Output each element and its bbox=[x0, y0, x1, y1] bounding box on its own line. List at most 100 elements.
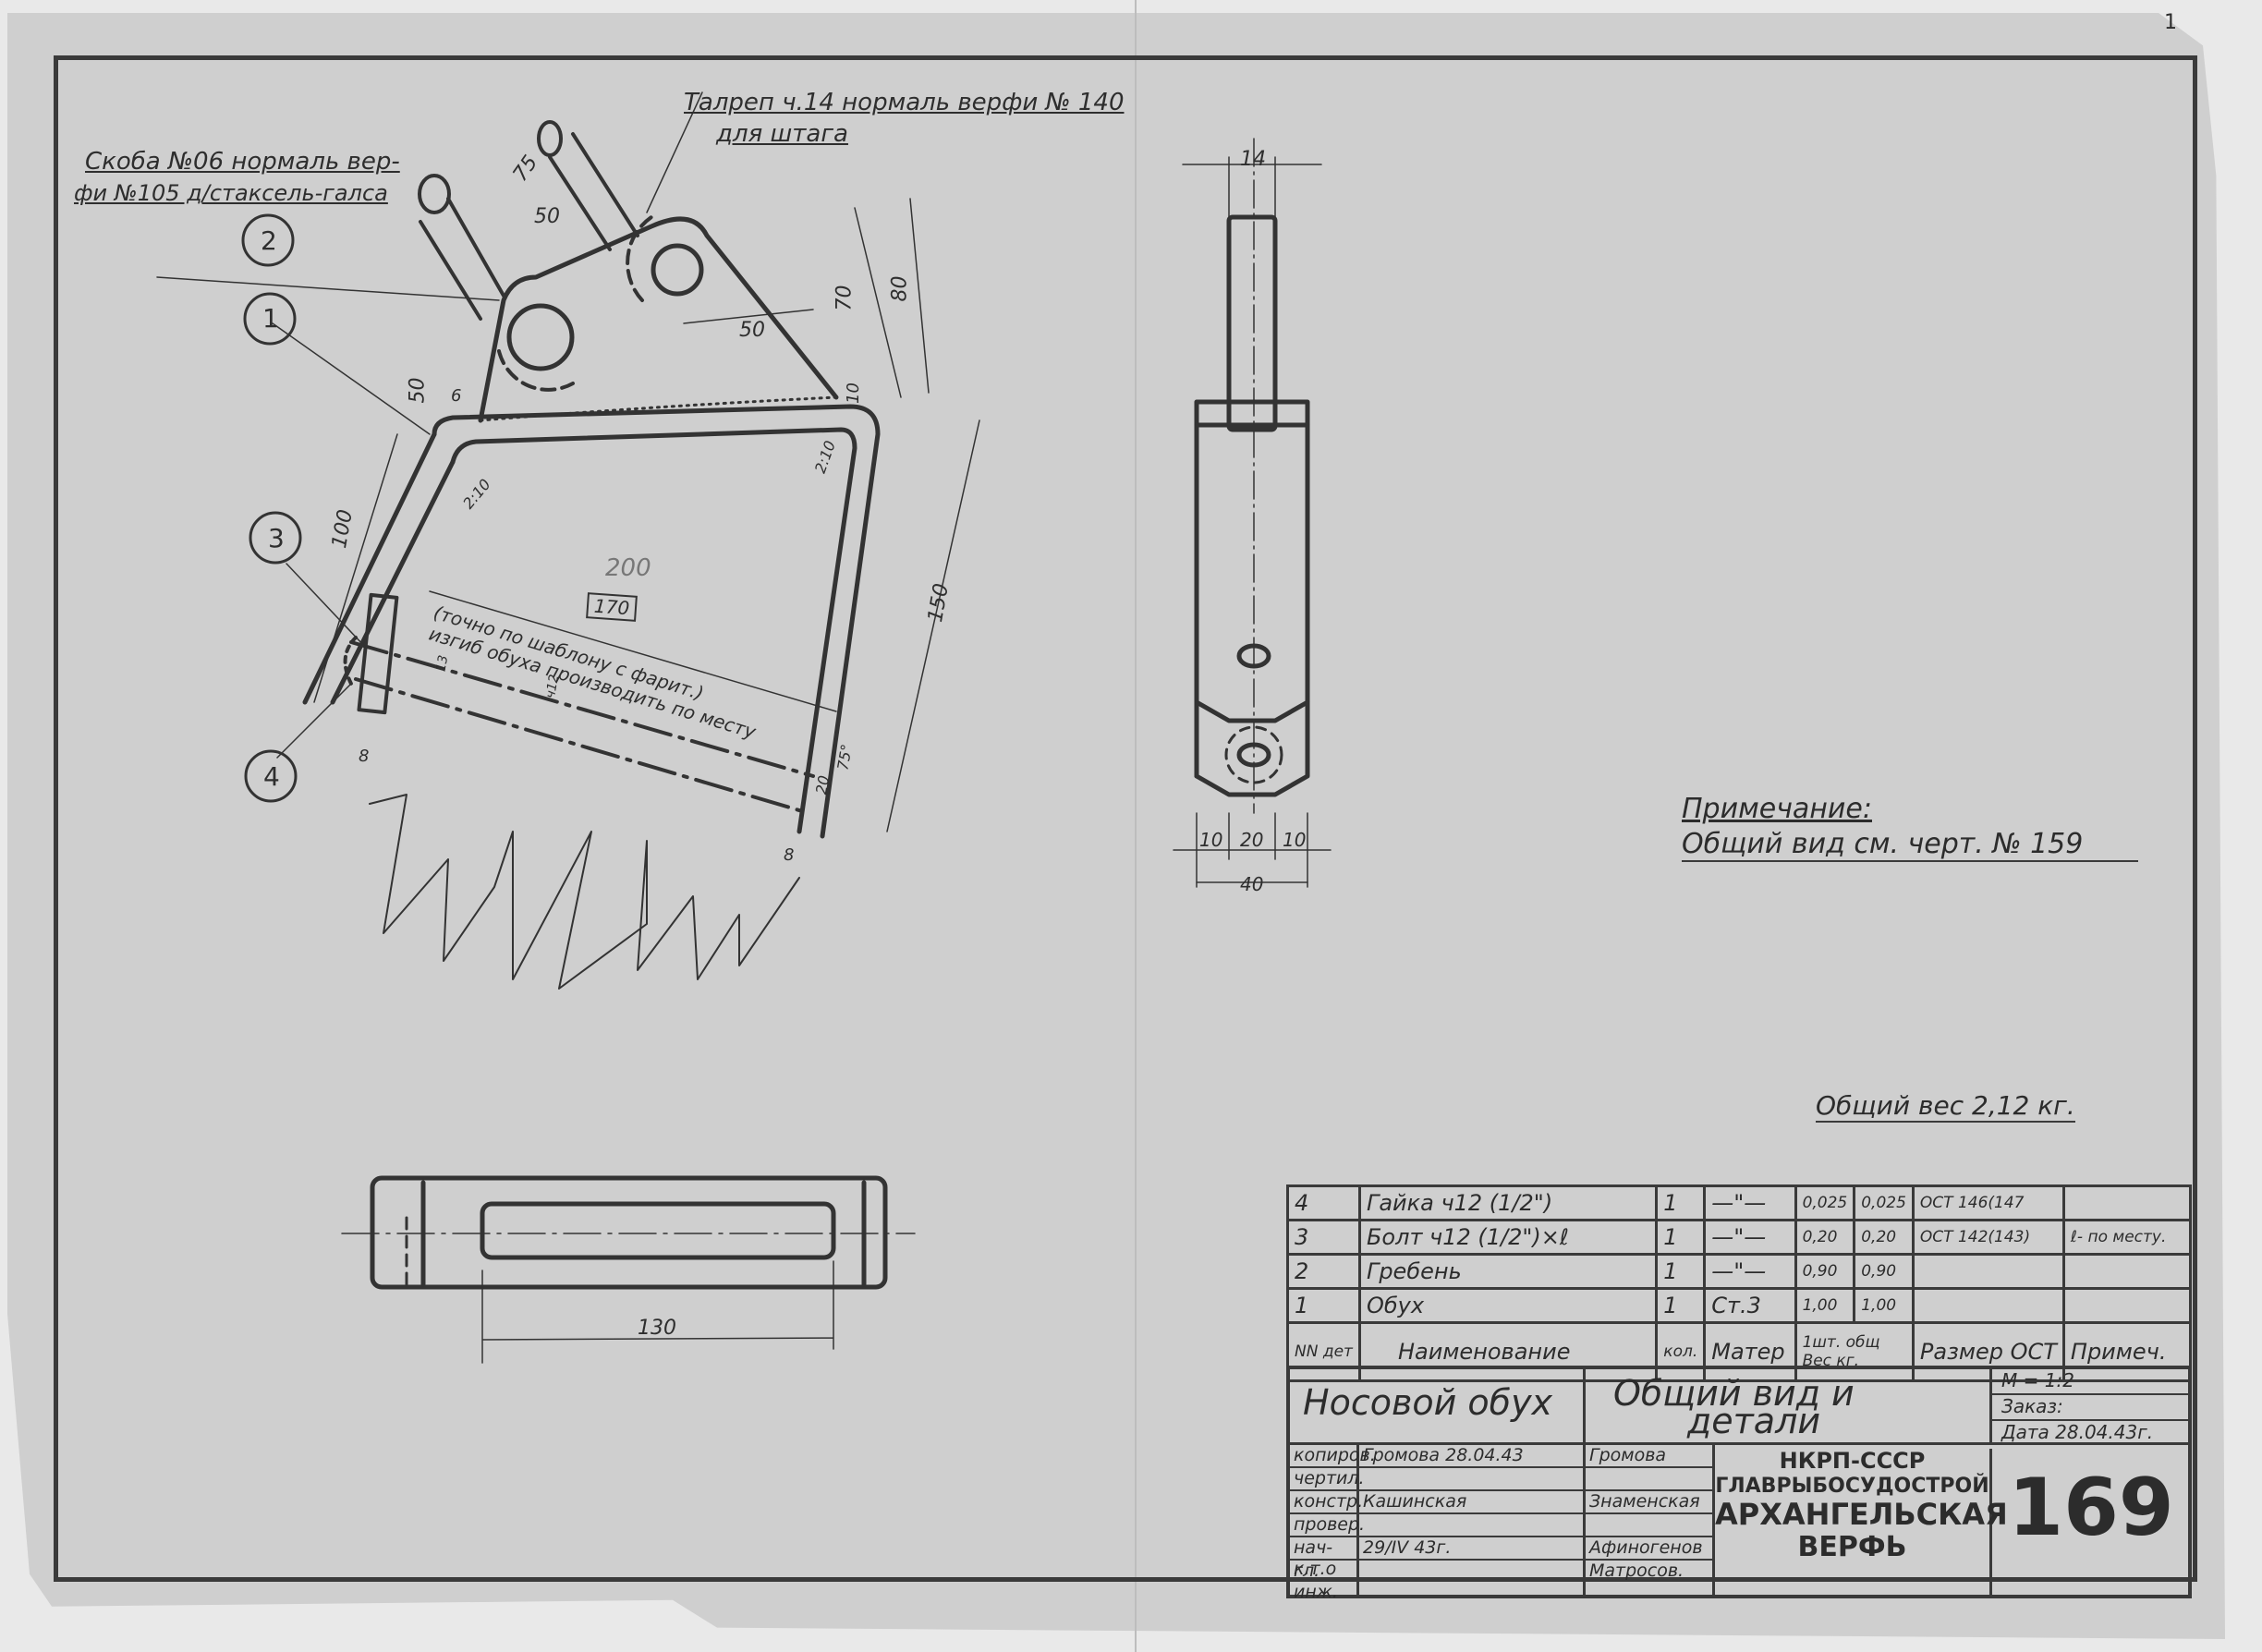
bom-weight-unit: 0,20 bbox=[1794, 1219, 1856, 1256]
scale: М = 1:2 bbox=[1992, 1369, 2190, 1395]
bom-material: —"— bbox=[1703, 1184, 1797, 1221]
order: Заказ: bbox=[1992, 1395, 2190, 1421]
bom-weight-total: 1,00 bbox=[1853, 1287, 1915, 1324]
dim-50-right: 50 bbox=[739, 319, 765, 342]
bom-weight-unit: 0,90 bbox=[1794, 1253, 1856, 1290]
person-name: Матросов. bbox=[1589, 1561, 1684, 1581]
break-lines bbox=[369, 794, 800, 990]
bom-row: 2 Гребень 1 —"— 0,90 0,90 bbox=[1286, 1253, 2193, 1290]
person-name bbox=[1586, 1468, 1712, 1491]
signature bbox=[1359, 1514, 1583, 1537]
bom-name: Болт ч12 (1/2")×ℓ bbox=[1357, 1219, 1659, 1256]
bill-of-materials: 4 Гайка ч12 (1/2") 1 —"— 0,025 0,025 ОСТ… bbox=[1286, 1184, 2193, 1382]
dim-10: 10 bbox=[843, 383, 863, 404]
bom-row: 1 Обух 1 Ст.3 1,00 1,00 bbox=[1286, 1287, 2193, 1324]
signature bbox=[1359, 1561, 1583, 1582]
bom-ost: ОСТ 142(143) bbox=[1911, 1219, 2065, 1256]
bom-weight-unit: 1,00 bbox=[1794, 1287, 1856, 1324]
bom-header-weight-unit: 1шт. bbox=[1802, 1333, 1842, 1352]
bom-header-weight: 1шт. общ Вес кг. bbox=[1794, 1321, 1915, 1382]
bail-main-view bbox=[302, 404, 881, 839]
drawing-type: Общий вид и детали bbox=[1586, 1369, 1992, 1445]
bom-ost bbox=[1911, 1253, 2065, 1290]
signature: Громова 28.04.43 bbox=[1359, 1445, 1583, 1468]
bom-header: NN дет Наименование кол. Матер 1шт. общ … bbox=[1286, 1321, 2193, 1382]
bom-name: Гребень bbox=[1357, 1253, 1659, 1290]
side-view bbox=[1194, 214, 1310, 797]
crest-plate bbox=[478, 215, 839, 423]
dim-8-left: 8 bbox=[359, 747, 370, 766]
bom-material: —"— bbox=[1703, 1253, 1797, 1290]
plan-dim-130: 130 bbox=[638, 1317, 676, 1340]
role-tech-head: нач-к.т.о bbox=[1290, 1537, 1356, 1579]
role-drawn: чертил. bbox=[1290, 1468, 1365, 1491]
bom-material: Ст.3 bbox=[1703, 1287, 1797, 1324]
dim-50-left: 50 bbox=[406, 377, 430, 404]
role-chief-engineer: гл. инж. bbox=[1294, 1561, 1338, 1602]
bom-no: 4 bbox=[1286, 1184, 1361, 1221]
bom-no: 2 bbox=[1286, 1253, 1361, 1290]
plan-view bbox=[370, 1175, 888, 1290]
bom-header-note: Примеч. bbox=[2061, 1321, 2193, 1382]
bom-ost: ОСТ 146(147 bbox=[1911, 1184, 2065, 1221]
organization: НКРП-СССР ГЛАВРЫБОСУДОСТРОЙ АРХАНГЕЛЬСКА… bbox=[1715, 1448, 2008, 1597]
date: Дата 28.04.43г. bbox=[2001, 1421, 2154, 1443]
pencil-dim-200: 200 bbox=[605, 554, 651, 582]
note-title: Примечание: bbox=[1682, 793, 1872, 825]
bom-header-weight-total: общ bbox=[1845, 1333, 1880, 1352]
callout-4: 4 bbox=[263, 761, 280, 792]
dim-20: 20 bbox=[812, 773, 833, 796]
bom-name: Обух bbox=[1357, 1287, 1659, 1324]
bom-header-material: Матер bbox=[1703, 1321, 1797, 1382]
bom-header-qty: кол. bbox=[1655, 1321, 1707, 1382]
bom-header-ost: Размер ОСТ bbox=[1911, 1321, 2065, 1382]
signature bbox=[1359, 1468, 1583, 1491]
signature: Кашинская bbox=[1359, 1491, 1583, 1514]
bom-header-no: NN дет bbox=[1286, 1321, 1361, 1382]
bom-weight-unit: 0,025 bbox=[1794, 1184, 1856, 1221]
shackle-annotation-line1: Скоба №06 нормаль вер- bbox=[85, 148, 400, 176]
bom-weight-total: 0,20 bbox=[1853, 1219, 1915, 1256]
org-line4: ВЕРФЬ bbox=[1797, 1530, 1907, 1563]
bom-row: 4 Гайка ч12 (1/2") 1 —"— 0,025 0,025 ОСТ… bbox=[1286, 1184, 2193, 1221]
dim-8-right: 8 bbox=[784, 845, 795, 865]
side-dim-20: 20 bbox=[1240, 829, 1264, 851]
drawing-number: 169 bbox=[2008, 1462, 2174, 1554]
dim-80: 80 bbox=[888, 275, 912, 302]
dim-weld-6: 6 bbox=[451, 386, 462, 406]
bom-qty: 1 bbox=[1655, 1184, 1707, 1221]
bom-ost bbox=[1911, 1287, 2065, 1324]
bom-row: 3 Болт ч12 (1/2")×ℓ 1 —"— 0,20 0,20 ОСТ … bbox=[1286, 1219, 2193, 1256]
page-marker: 1 bbox=[2164, 11, 2177, 34]
callout-2: 2 bbox=[261, 225, 277, 256]
dim-13: 13 bbox=[433, 653, 452, 674]
callout-circles bbox=[241, 213, 302, 803]
bom-weight-total: 0,025 bbox=[1853, 1184, 1915, 1221]
bom-weight-total: 0,90 bbox=[1853, 1253, 1915, 1290]
bom-qty: 1 bbox=[1655, 1287, 1707, 1324]
signatures-column: Громова 28.04.43 Кашинская 29/IV 43г. bbox=[1359, 1445, 1586, 1597]
person-name bbox=[1586, 1514, 1712, 1537]
side-dim-10-right: 10 bbox=[1283, 829, 1307, 851]
bom-qty: 1 bbox=[1655, 1219, 1707, 1256]
person-name: Громова bbox=[1586, 1445, 1712, 1468]
drawing-type-line1: Общий вид и bbox=[1613, 1373, 1855, 1414]
dim-70: 70 bbox=[833, 285, 857, 311]
bom-note bbox=[2061, 1184, 2193, 1221]
total-weight: Общий вес 2,12 кг. bbox=[1816, 1090, 2075, 1123]
bom-no: 3 bbox=[1286, 1219, 1361, 1256]
title-block: Носовой обух Общий вид и детали М = 1:2 … bbox=[1286, 1366, 2192, 1602]
signature: 29/IV 43г. bbox=[1359, 1537, 1583, 1561]
bom-note bbox=[2061, 1253, 2193, 1290]
bom-material: —"— bbox=[1703, 1219, 1797, 1256]
names-column: Громова Знаменская Афиногенов Матросов. bbox=[1586, 1445, 1715, 1597]
person-name: Афиногенов bbox=[1586, 1537, 1712, 1561]
bom-header-name: Наименование bbox=[1357, 1321, 1659, 1382]
bom-note bbox=[2061, 1287, 2193, 1324]
callout-3: 3 bbox=[268, 523, 285, 553]
role-checked: провер. bbox=[1290, 1514, 1365, 1537]
bom-name: Гайка ч12 (1/2") bbox=[1357, 1184, 1659, 1221]
bom-note: ℓ- по месту. bbox=[2061, 1219, 2193, 1256]
side-dim-10-left: 10 bbox=[1199, 829, 1223, 851]
boxed-dim-170: 170 bbox=[586, 592, 638, 622]
